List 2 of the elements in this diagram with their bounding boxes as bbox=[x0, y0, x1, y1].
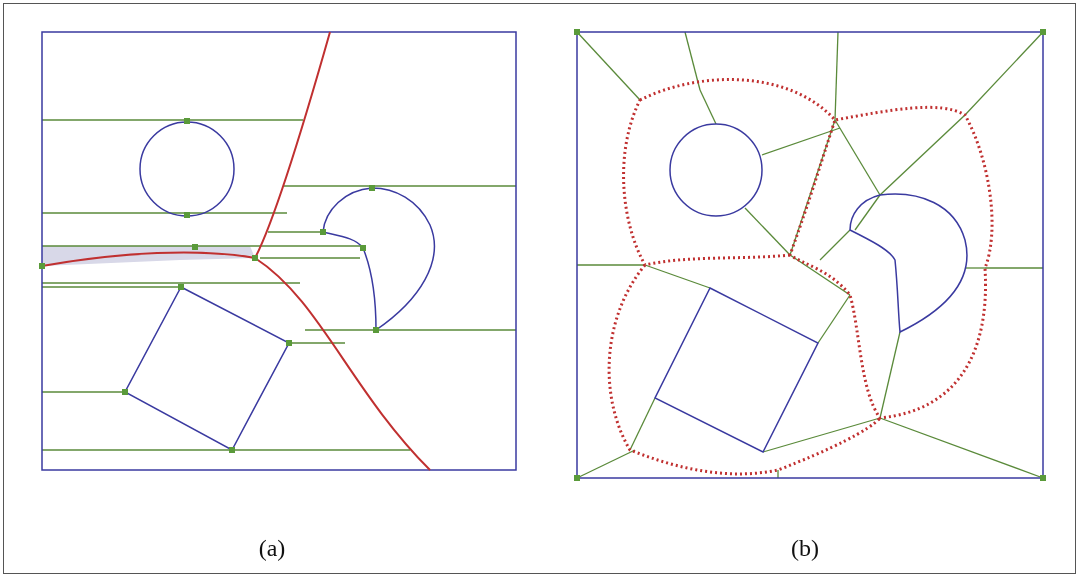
panel-label: (a) bbox=[257, 535, 287, 562]
panel-label: (b) bbox=[790, 535, 820, 562]
